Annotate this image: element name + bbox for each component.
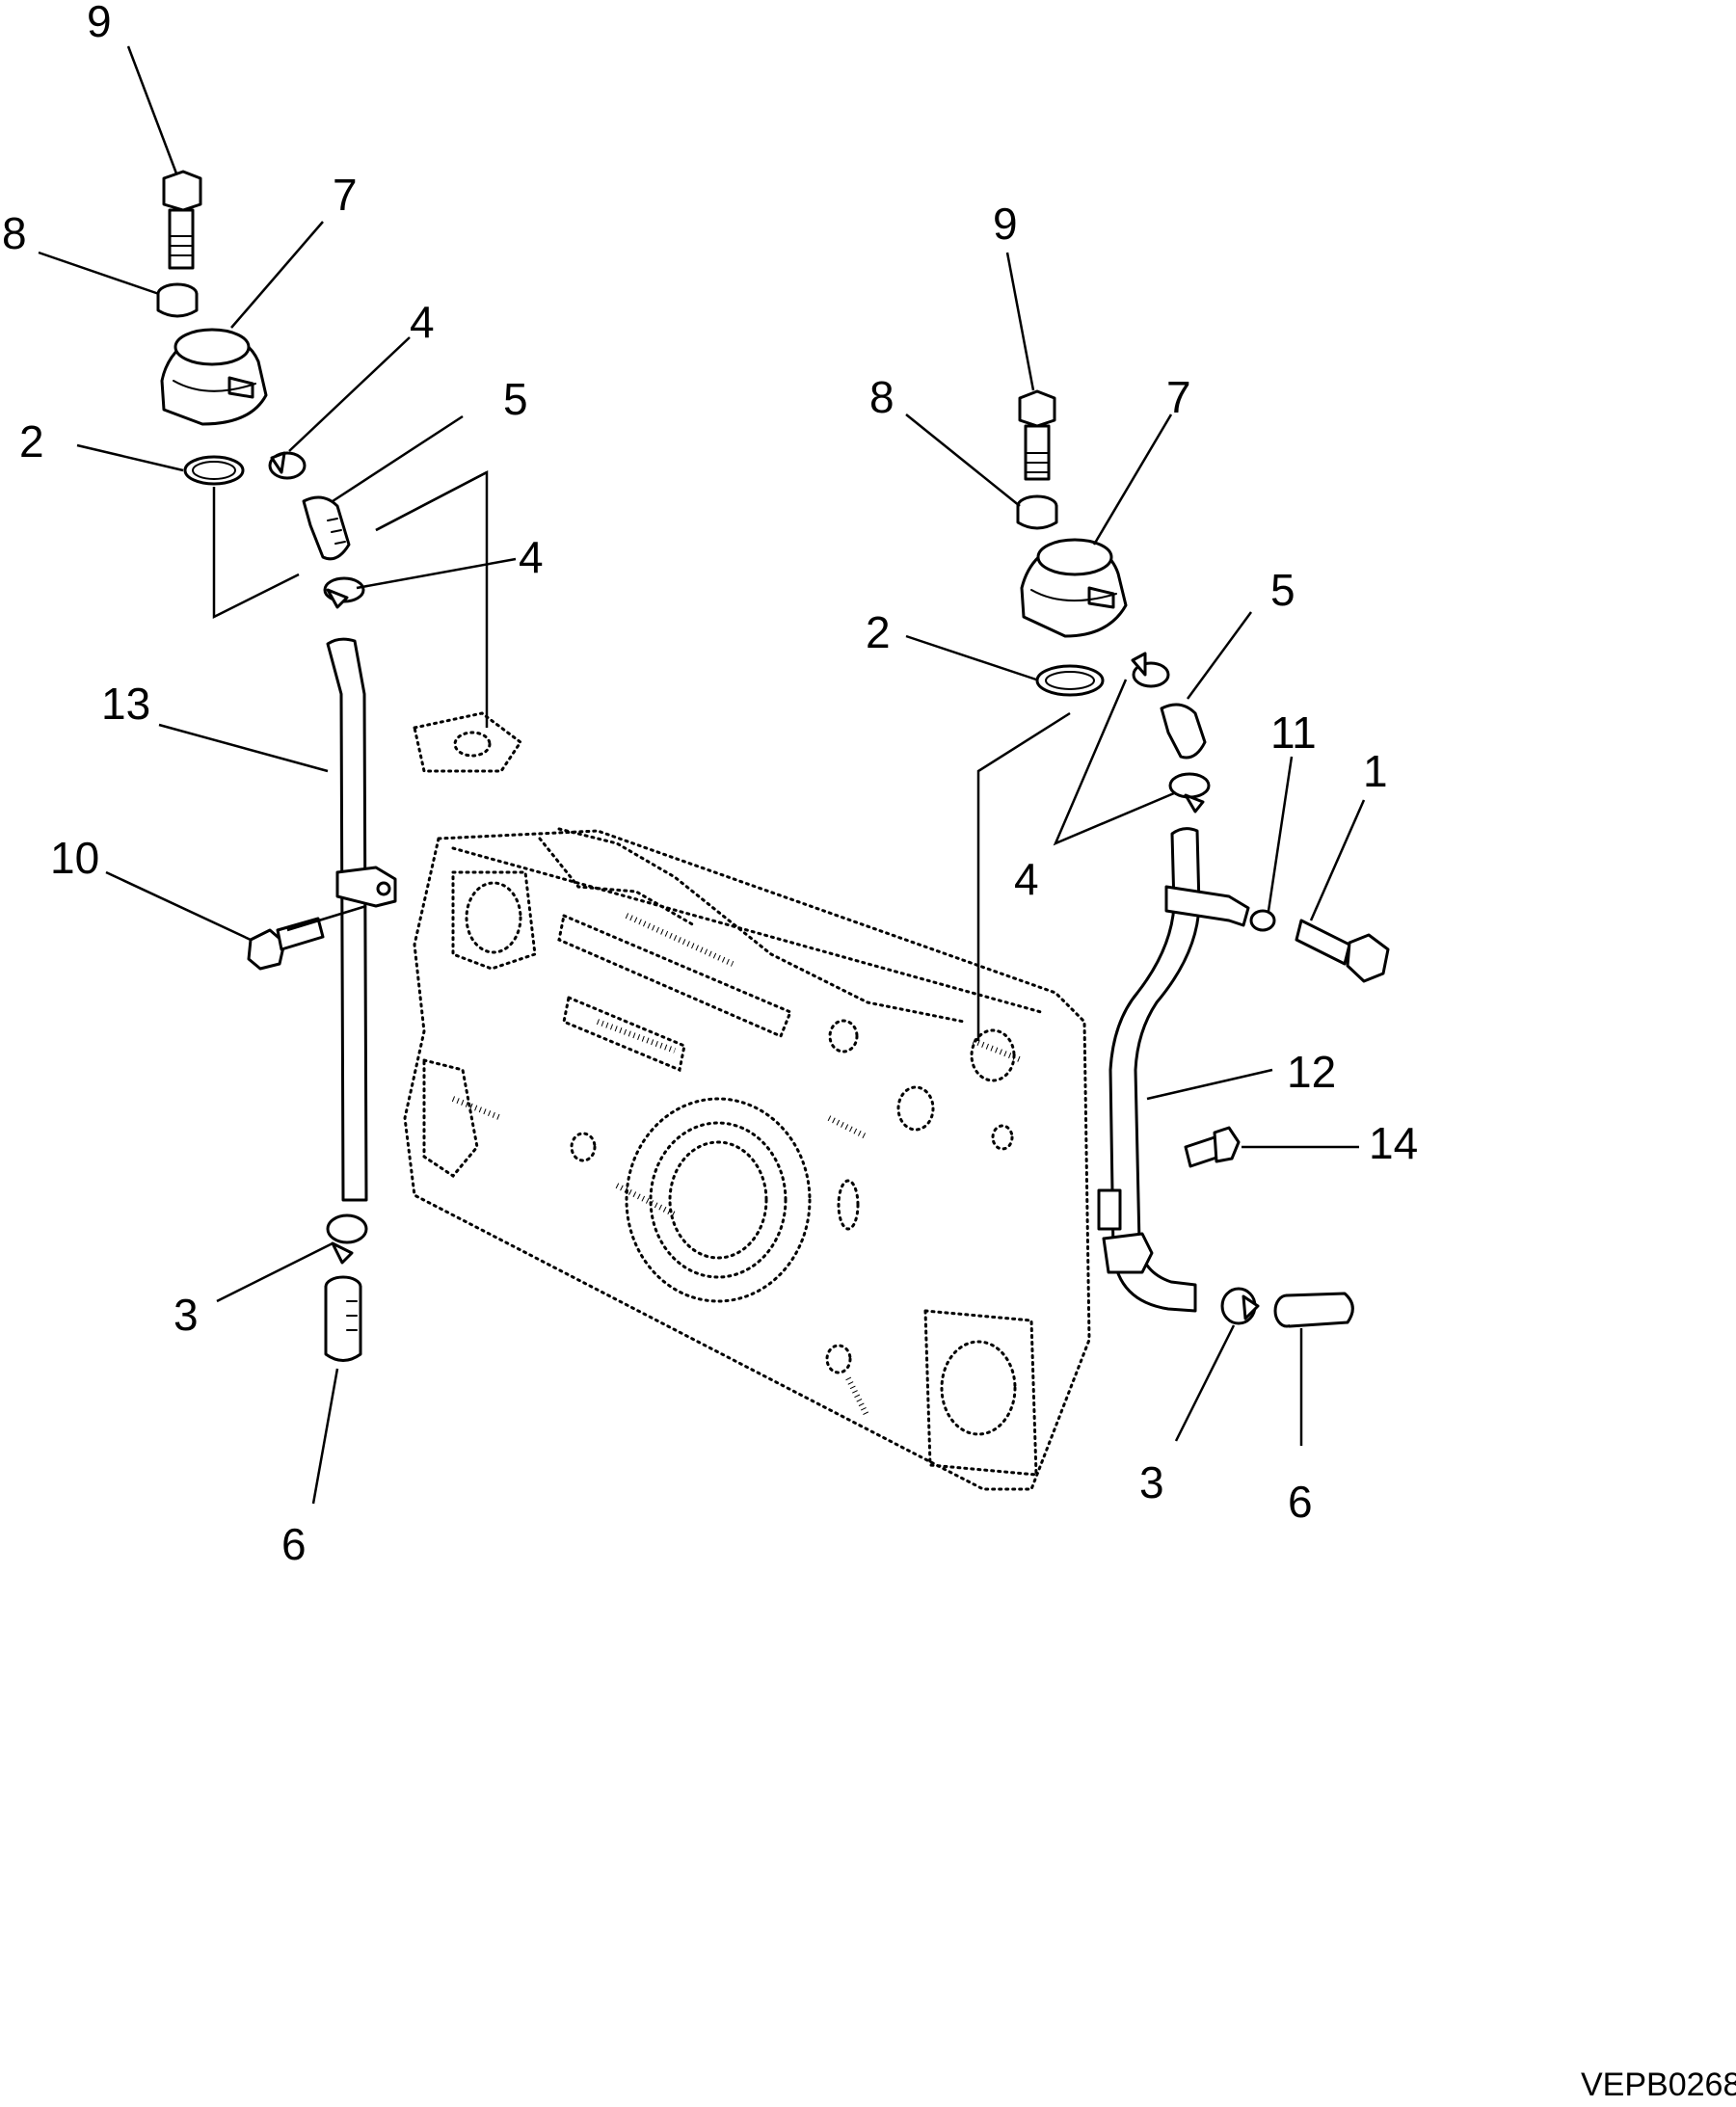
nut-right — [1016, 494, 1058, 530]
callout-left-3: 3 — [174, 1290, 199, 1340]
callout-left-8: 8 — [2, 208, 27, 258]
leader-lines — [38, 45, 1366, 1505]
callout-left-10: 10 — [50, 833, 99, 883]
callout-right-12: 12 — [1287, 1047, 1336, 1097]
callout-right-2: 2 — [866, 607, 891, 657]
callout-right-7: 7 — [1166, 372, 1191, 422]
clamp-left-lower — [323, 576, 365, 609]
hose-left-upper — [302, 495, 351, 561]
reference-code: VEPB0268 — [1581, 2067, 1736, 2103]
transmission-housing — [403, 711, 1091, 1491]
callout-left-7: 7 — [333, 170, 358, 220]
hose-left-bottom — [324, 1275, 362, 1362]
callout-right-1: 1 — [1363, 746, 1388, 796]
callout-left-9: 9 — [87, 0, 112, 46]
bolt-left-bracket — [247, 917, 325, 971]
clamp-right-bottom — [1220, 1287, 1260, 1325]
callout-right-4: 4 — [1014, 854, 1039, 904]
o-ring-right — [1035, 664, 1105, 697]
left-breather-assembly — [156, 170, 397, 1362]
hose-right-upper — [1160, 703, 1207, 760]
callout-left-5: 5 — [503, 374, 528, 424]
pipe-left — [326, 637, 397, 1202]
clamp-right-lower — [1168, 772, 1211, 813]
clamp-right-upper — [1131, 652, 1170, 688]
callout-right-11: 11 — [1270, 707, 1317, 758]
callout-left-13: 13 — [101, 679, 150, 729]
callout-right-3: 3 — [1139, 1457, 1164, 1507]
callouts-left: 9 8 7 4 5 2 4 13 10 3 6 — [2, 0, 544, 1569]
right-breather-assembly — [1016, 389, 1390, 1328]
breather-cap-right — [1020, 538, 1128, 638]
bolt-right-fitting — [1184, 1126, 1241, 1168]
callout-left-4-lower: 4 — [519, 532, 544, 582]
bolt-left — [162, 170, 202, 270]
washer-right — [1249, 909, 1276, 932]
pipe-right — [1097, 827, 1250, 1313]
callout-left-2: 2 — [19, 416, 44, 467]
clamp-left-bottom — [326, 1214, 368, 1265]
clamp-left-upper — [268, 451, 307, 480]
callouts-right: 9 8 7 5 2 11 1 4 12 14 3 6 — [866, 199, 1418, 1527]
nut-left — [156, 282, 199, 318]
bolt-right-bracket — [1295, 919, 1390, 983]
callout-left-6: 6 — [281, 1519, 307, 1569]
callout-right-9: 9 — [993, 199, 1018, 249]
callout-right-5: 5 — [1270, 565, 1295, 615]
bolt-right — [1018, 389, 1056, 481]
breather-cap-left — [160, 328, 268, 426]
hose-right-bottom — [1273, 1292, 1354, 1328]
callout-right-8: 8 — [869, 372, 895, 422]
callout-right-14: 14 — [1369, 1118, 1418, 1168]
callout-left-4-upper: 4 — [410, 297, 435, 347]
callout-right-6: 6 — [1288, 1477, 1313, 1527]
